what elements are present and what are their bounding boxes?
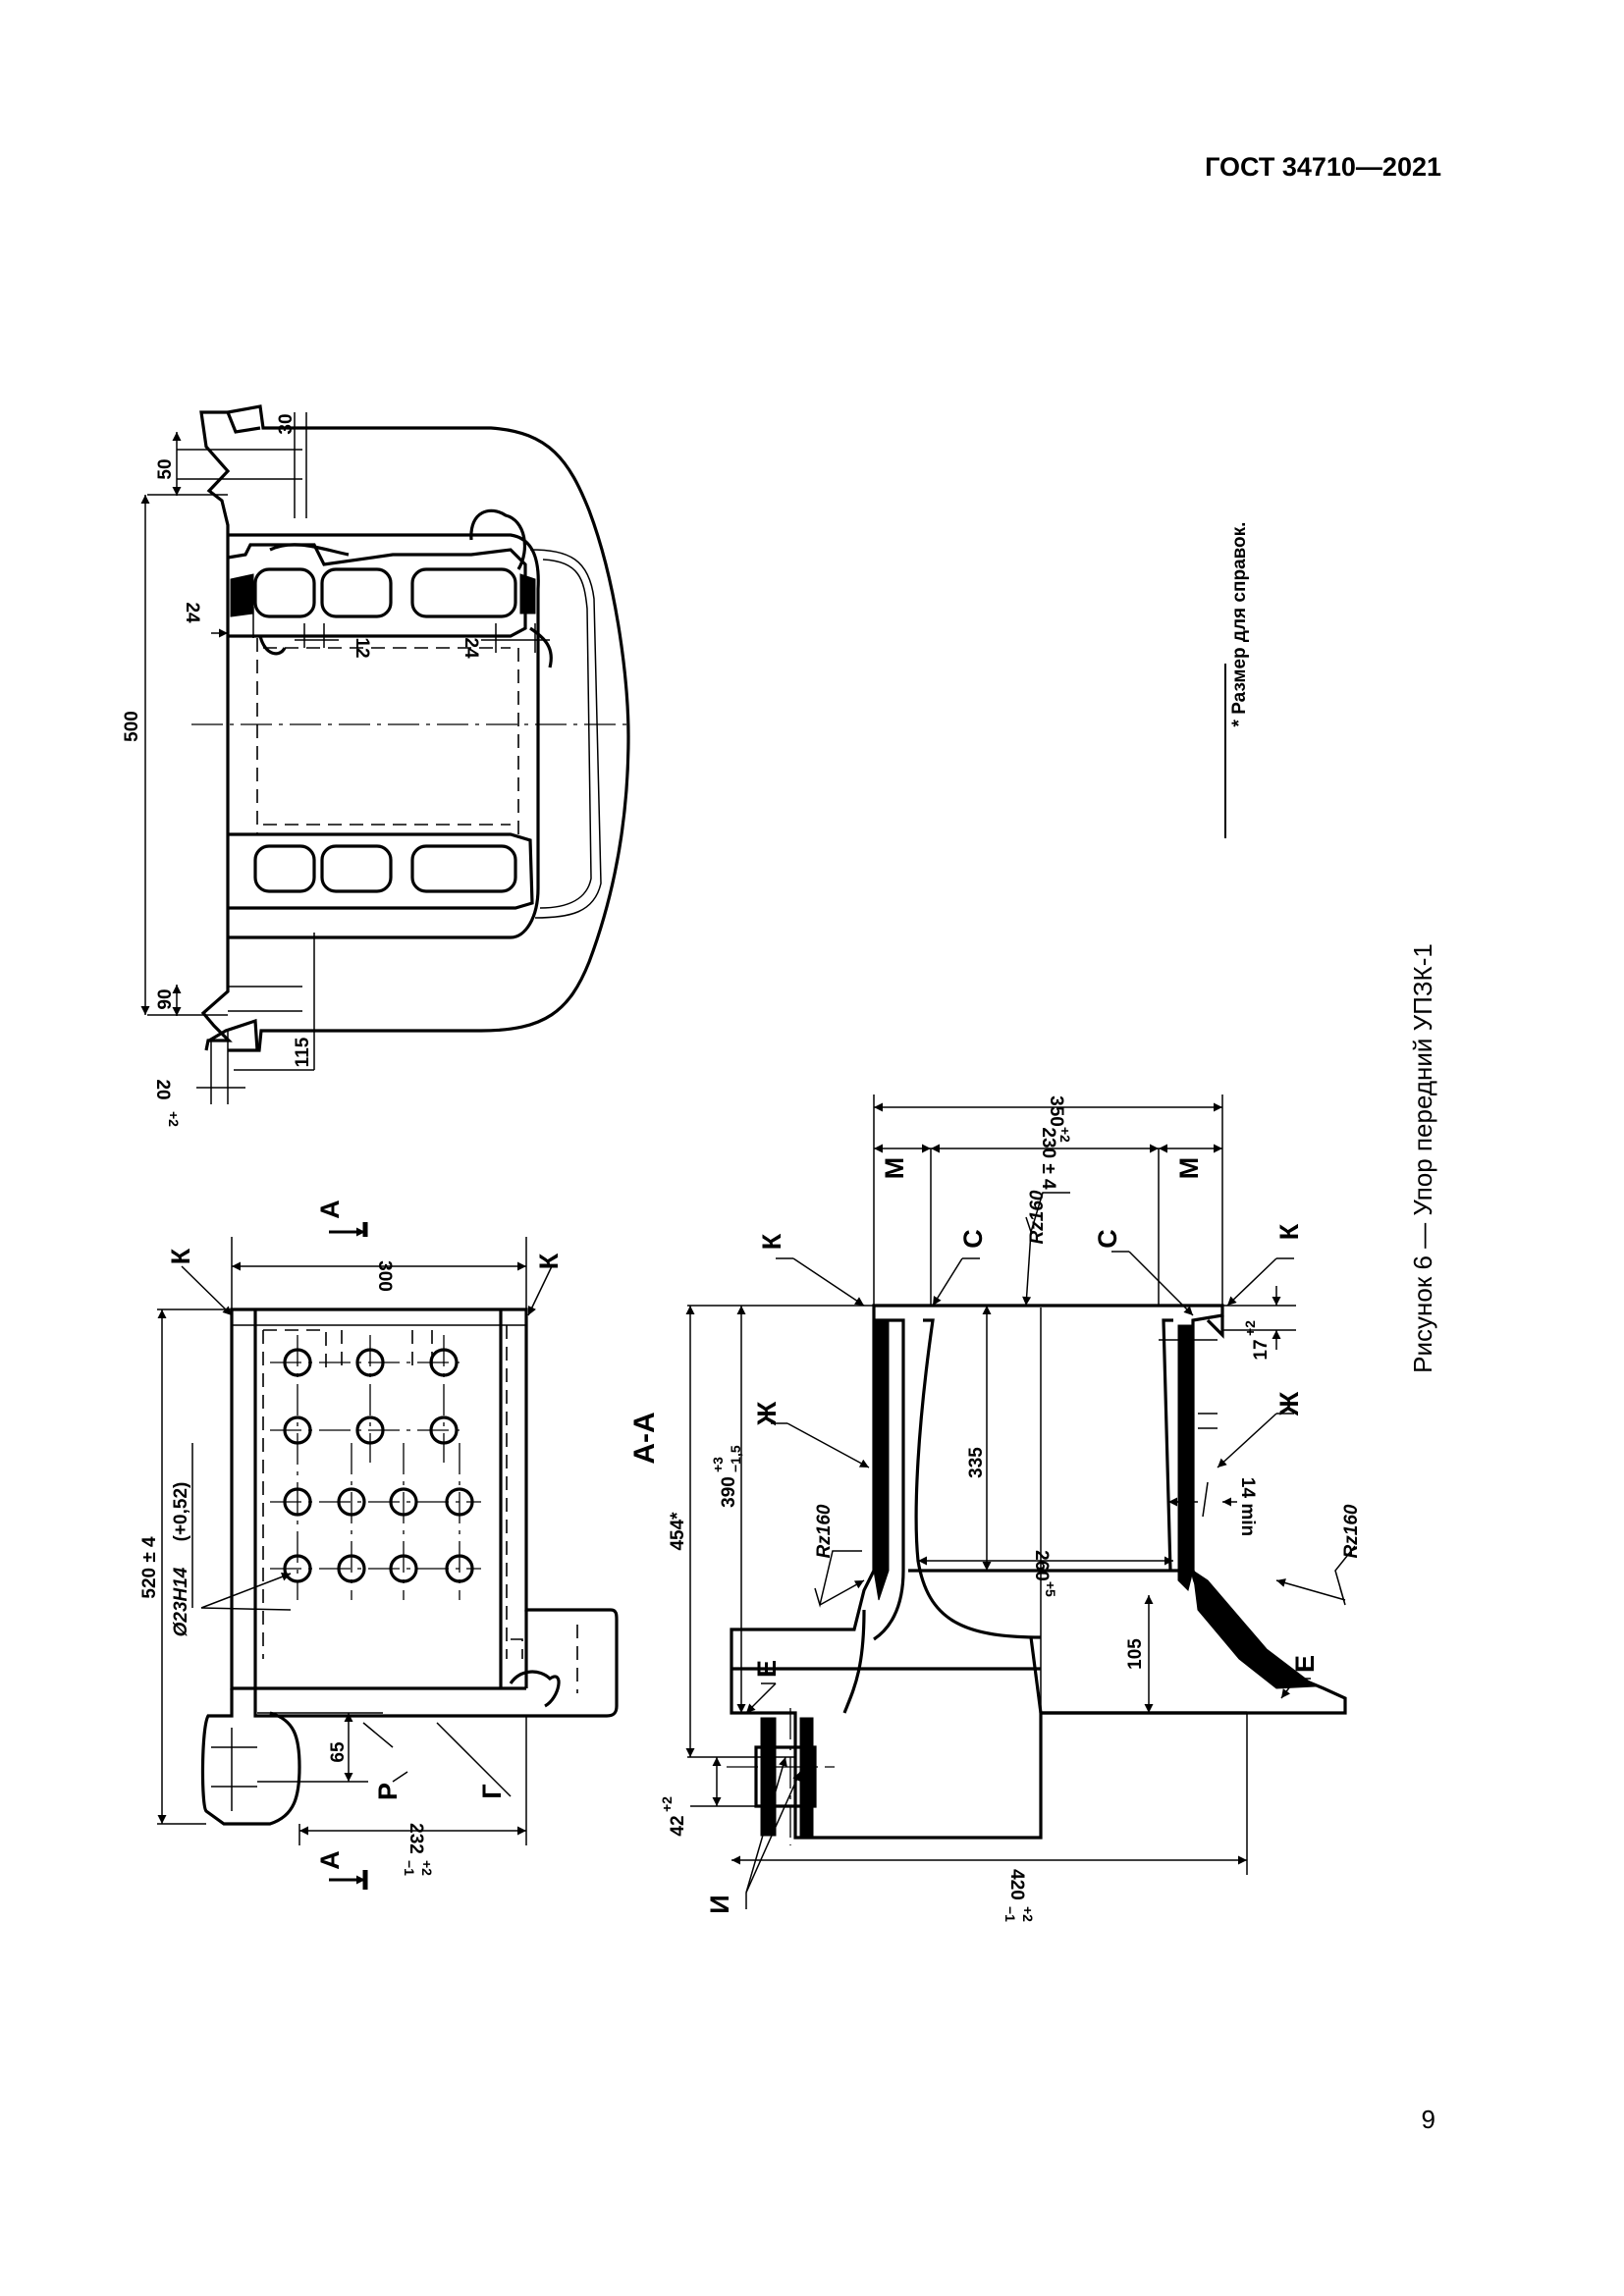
label-a-bottom: А bbox=[315, 1850, 345, 1870]
dim-17-tol: +2 bbox=[1242, 1320, 1258, 1336]
label-m-left: М bbox=[880, 1157, 909, 1180]
dim-260-tol: +5 bbox=[1043, 1581, 1058, 1597]
dim-30: 30 bbox=[276, 413, 297, 434]
dim-14: 14 min bbox=[1237, 1477, 1258, 1536]
top-view-hatching bbox=[230, 573, 536, 617]
dim-335: 335 bbox=[966, 1447, 987, 1478]
dim-12: 12 bbox=[352, 637, 372, 658]
page-number: 9 bbox=[1422, 2105, 1435, 2134]
label-e-left: Е bbox=[752, 1660, 782, 1678]
dim-20-tol: +2 bbox=[166, 1111, 182, 1127]
dim-500: 500 bbox=[122, 711, 142, 742]
dim-115: 115 bbox=[293, 1037, 313, 1067]
section-title: А-А bbox=[628, 1412, 661, 1464]
dim-260: 260+5 bbox=[1031, 1550, 1058, 1597]
top-view-inner-lines bbox=[228, 449, 602, 1012]
top-view: 30 50 500 24 12 24 90 115 20 +2 bbox=[122, 404, 630, 1127]
dim-232: 232 bbox=[406, 1823, 426, 1854]
label-i: И bbox=[705, 1895, 734, 1913]
front-view-hidden-lines bbox=[262, 1325, 578, 1693]
section-inner-lines bbox=[1040, 1308, 1218, 1713]
dim-20-group: 20 +2 bbox=[152, 1079, 182, 1127]
dim-350: 350+2 bbox=[1046, 1095, 1073, 1143]
dim-17-group: 17 +2 bbox=[1242, 1320, 1272, 1361]
dim-230: 230 ± 4 bbox=[1038, 1127, 1058, 1190]
label-p: Р bbox=[373, 1783, 403, 1800]
dim-420-tol-top: +2 bbox=[1020, 1906, 1036, 1922]
section-view: А-А bbox=[628, 1095, 1362, 1922]
label-e-right: Е bbox=[1290, 1655, 1320, 1673]
front-view-dimension-lines bbox=[157, 1237, 553, 1845]
section-dimension-lines bbox=[685, 1095, 1356, 1909]
hole-callout-group: Ø23H14 (+0,52) bbox=[171, 1482, 191, 1637]
figure-caption-group: Рисунок 6 — Упор передний УПЗК-1 bbox=[1408, 943, 1437, 1373]
label-k-section-right: К bbox=[1274, 1223, 1304, 1240]
dim-390-tol-bot: −1,5 bbox=[728, 1445, 743, 1472]
dim-454: 454* bbox=[668, 1512, 688, 1551]
dim-65: 65 bbox=[328, 1741, 349, 1763]
label-g: Г bbox=[477, 1784, 507, 1798]
label-zh-left: Ж bbox=[752, 1401, 782, 1426]
standard-number: ГОСТ 34710—2021 bbox=[1205, 152, 1441, 182]
top-view-outline bbox=[199, 404, 630, 1052]
label-m-right: М bbox=[1174, 1157, 1204, 1180]
dim-300: 300 bbox=[374, 1260, 395, 1292]
label-k-section-left: К bbox=[757, 1233, 786, 1250]
front-view: 300 520 ± 4 Ø23H14 (+0,52) 65 232 +2 −1 … bbox=[139, 1200, 619, 1890]
dim-350-tol: +2 bbox=[1057, 1127, 1073, 1143]
dim-42-tol: +2 bbox=[659, 1796, 675, 1812]
dim-20: 20 bbox=[152, 1079, 173, 1099]
dim-420: 420 bbox=[1006, 1869, 1027, 1900]
section-marker-a-top bbox=[329, 1222, 368, 1237]
label-k-left: К bbox=[166, 1248, 195, 1264]
dim-420-tol-bot: −1 bbox=[1002, 1906, 1018, 1922]
section-marker-a-bottom bbox=[329, 1870, 368, 1890]
dim-42: 42 bbox=[668, 1815, 688, 1836]
hole-callout: Ø23H14 bbox=[171, 1567, 191, 1636]
label-c-right: С bbox=[1093, 1229, 1122, 1249]
dim-24b: 24 bbox=[460, 637, 481, 659]
dim-390-tol-top: +3 bbox=[710, 1457, 726, 1472]
figure-caption: Рисунок 6 — Упор передний УПЗК-1 bbox=[1408, 943, 1437, 1373]
dim-390: 390 bbox=[719, 1476, 739, 1508]
dim-420-group: 420 +2 −1 bbox=[1002, 1869, 1036, 1922]
dim-232-tol-bot: −1 bbox=[402, 1860, 417, 1876]
reference-note: * Размер для справок. bbox=[1229, 522, 1250, 727]
dim-50: 50 bbox=[155, 458, 176, 479]
dim-232-group: 232 +2 −1 bbox=[402, 1823, 435, 1876]
dim-520: 520 ± 4 bbox=[139, 1536, 160, 1599]
dim-42-group: 42 +2 bbox=[659, 1796, 688, 1837]
top-view-hidden-lines bbox=[256, 638, 519, 834]
label-c-left: С bbox=[958, 1229, 988, 1249]
roughness-left: Rz160 bbox=[814, 1504, 835, 1558]
dim-260-value: 260 bbox=[1031, 1550, 1052, 1581]
roughness-top: Rz160 bbox=[1027, 1190, 1048, 1244]
front-view-outline bbox=[200, 1308, 619, 1826]
hole-callout-tol: (+0,52) bbox=[171, 1482, 191, 1542]
front-view-holes bbox=[283, 1348, 474, 1583]
dim-105: 105 bbox=[1125, 1638, 1146, 1670]
dim-17: 17 bbox=[1251, 1339, 1272, 1360]
label-zh-right: Ж bbox=[1274, 1391, 1304, 1416]
reference-note-group: * Размер для справок. bbox=[1224, 522, 1250, 838]
dim-350-value: 350 bbox=[1046, 1095, 1066, 1127]
label-a-top: А bbox=[315, 1200, 345, 1219]
front-view-inner-lines bbox=[211, 1324, 526, 1811]
top-view-dimension-lines bbox=[140, 412, 550, 1104]
dim-24a: 24 bbox=[182, 602, 202, 623]
section-centerlines bbox=[727, 1708, 835, 1845]
roughness-right: Rz160 bbox=[1341, 1504, 1362, 1558]
dim-90: 90 bbox=[155, 988, 176, 1009]
dim-232-tol-top: +2 bbox=[419, 1860, 435, 1876]
label-k-right: К bbox=[534, 1253, 564, 1269]
dim-390-group: 390 +3 −1,5 bbox=[710, 1445, 743, 1508]
